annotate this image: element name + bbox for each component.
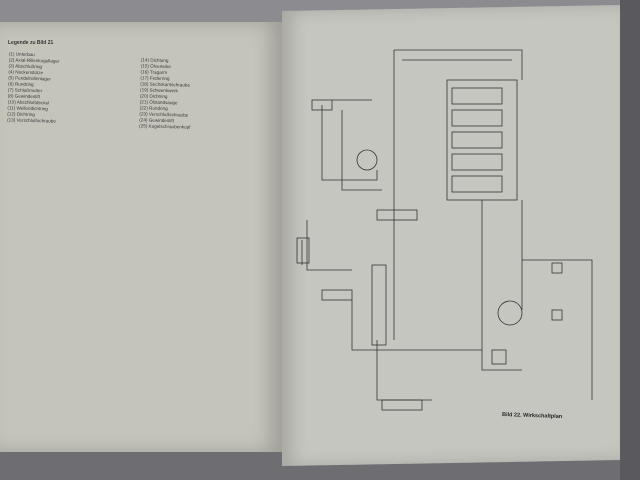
valve-block: [446, 79, 518, 201]
legend-title: Legende zu Bild 21: [8, 40, 54, 46]
hydraulic-circuit-diagram: [296, 49, 593, 411]
legend-item: (13) Verschlußschraube: [7, 117, 56, 124]
legend-column-2: (14) Dichtung(15) Ölverteiler(16) Tragar…: [139, 57, 192, 130]
left-page: [0, 22, 282, 452]
legend-column-1: (1) Unterbau(2) Axial-Rillenkugellager(3…: [7, 51, 60, 124]
book-edge: [620, 0, 640, 480]
